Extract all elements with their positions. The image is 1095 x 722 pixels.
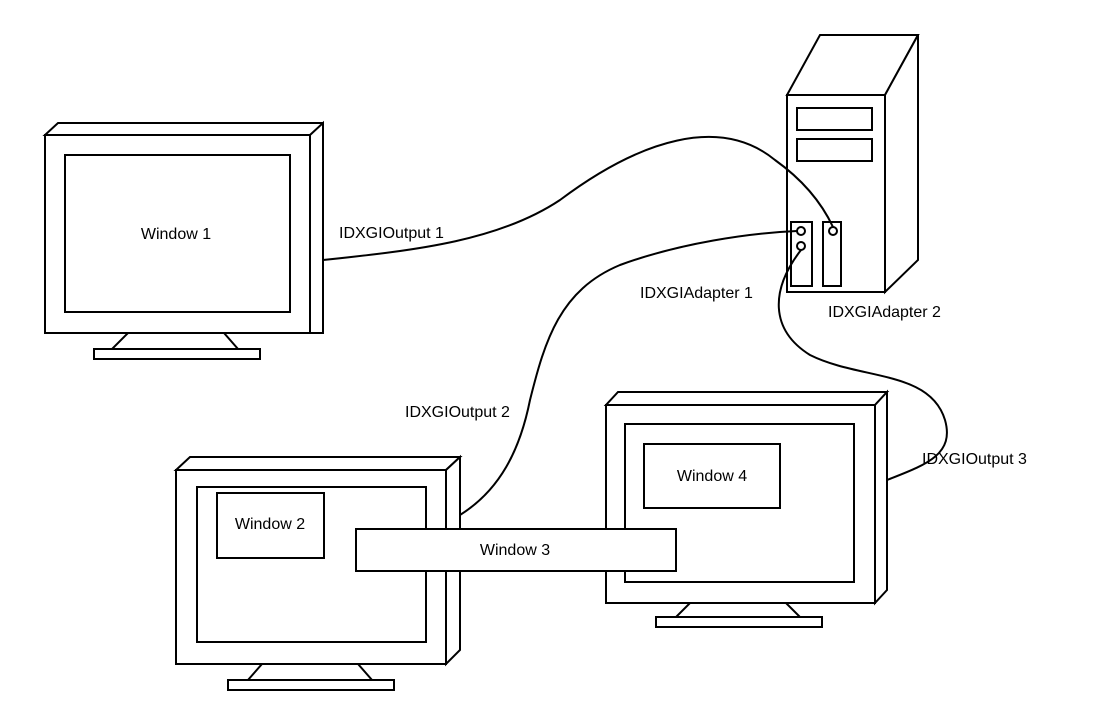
adapter-2-port xyxy=(828,226,838,236)
window-3-label: Window 3 xyxy=(480,542,550,559)
window-1-label: Window 1 xyxy=(141,226,211,243)
window-4 xyxy=(643,443,781,509)
adapter-1-port-1 xyxy=(796,226,806,236)
adapter-1-port-2 xyxy=(796,241,806,251)
monitor-3-base xyxy=(655,616,823,628)
monitor-3 xyxy=(603,389,890,628)
monitor-3-top xyxy=(603,391,890,406)
window-2 xyxy=(216,492,325,559)
drive-bay-2 xyxy=(796,138,873,162)
monitor-1-side xyxy=(309,120,324,334)
monitor-2-neck xyxy=(245,663,375,681)
adapter-card-2 xyxy=(822,221,842,287)
monitor-1-base xyxy=(93,348,261,360)
monitor-3-neck xyxy=(673,602,803,618)
monitor-1-neck xyxy=(109,332,241,350)
monitor-1 xyxy=(42,120,324,360)
monitor-1-screen xyxy=(64,154,291,313)
monitor-1-top xyxy=(42,122,324,136)
monitor-2-base xyxy=(227,679,395,691)
drive-bay-1 xyxy=(796,107,873,131)
output-3-label: IDXGIOutput 3 xyxy=(922,451,1027,468)
adapter-2-label: IDXGIAdapter 2 xyxy=(828,304,941,321)
adapter-card-1 xyxy=(790,221,813,287)
output-1-label: IDXGIOutput 1 xyxy=(339,225,444,242)
monitor-2-top xyxy=(173,456,463,471)
cable-output-1 xyxy=(322,136,834,261)
window-3 xyxy=(355,528,677,572)
pc-tower xyxy=(785,34,920,295)
cable-output-3 xyxy=(777,249,948,481)
adapter-1-label: IDXGIAdapter 1 xyxy=(640,285,753,302)
window-2-label: Window 2 xyxy=(235,516,305,533)
cable-output-2 xyxy=(459,230,798,516)
output-2-label: IDXGIOutput 2 xyxy=(405,404,510,421)
window-4-label: Window 4 xyxy=(677,468,747,485)
monitor-3-side xyxy=(874,389,888,606)
monitor-2 xyxy=(173,454,463,691)
